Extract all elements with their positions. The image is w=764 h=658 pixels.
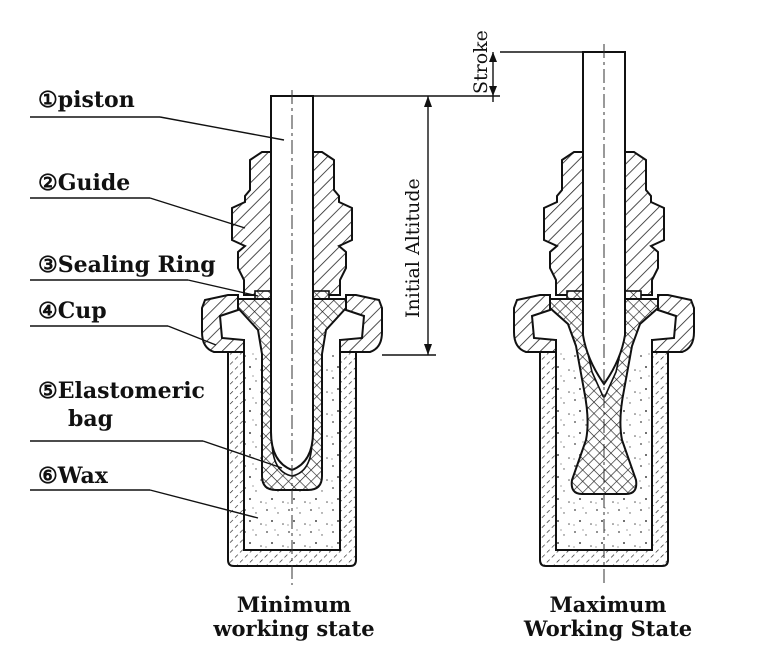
label-guide: ②Guide (38, 170, 130, 196)
label-elastomeric-bag: ⑤Elastomeric (38, 378, 205, 404)
piston-right (582, 51, 626, 386)
caption-min-line2: working state (212, 616, 374, 641)
caption-max-line1: Maximum (549, 592, 666, 617)
dimension-lines (313, 51, 583, 356)
min-state-assembly (201, 90, 383, 585)
label-piston: ①piston (38, 87, 135, 113)
cup-flange-right (513, 294, 557, 353)
leader-lines (30, 116, 285, 519)
max-state-assembly (513, 44, 695, 585)
captions: Minimum working state Maximum Working St… (212, 592, 692, 641)
label-wax: ⑥Wax (38, 463, 109, 489)
guide-left (231, 151, 272, 296)
part-labels: ①piston ②Guide ③Sealing Ring ④Cup ⑤Elast… (38, 87, 216, 489)
cup-flange-left (201, 294, 245, 353)
caption-max-line2: Working State (523, 616, 692, 641)
label-elastomeric-bag-line2: bag (68, 406, 113, 432)
caption-min-line1: Minimum (237, 592, 351, 617)
stroke-label: Stroke (470, 30, 492, 94)
label-sealing-ring: ③Sealing Ring (38, 252, 216, 278)
initial-altitude-label: Initial Altitude (402, 178, 424, 318)
guide-right (543, 151, 584, 296)
label-cup: ④Cup (38, 298, 107, 324)
